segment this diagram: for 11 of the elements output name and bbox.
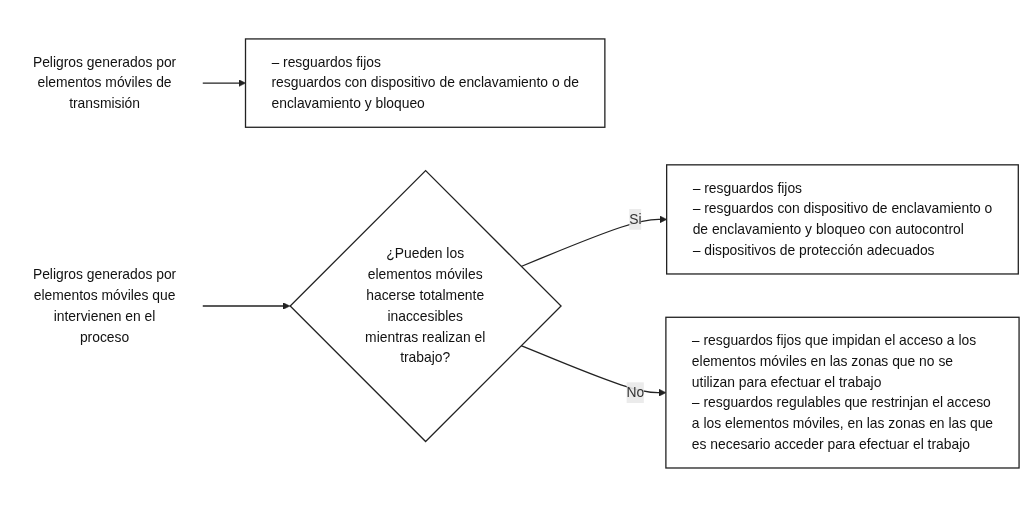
node-box: – resguardos fijos – resguardos con dispositivo de enclavamiento o de enclavamiento y bloqueo con autocontrol – dispositivos de protección adecuados (666, 164, 1019, 275)
edge-label: No (626, 384, 645, 400)
node-box: – resguardos fijos resguardos con dispositivo de enclavamiento o de enclavamiento y bloqueo (244, 38, 606, 128)
arrow (201, 79, 246, 87)
arrow (520, 215, 667, 268)
node-diamond: ¿Pueden los elementos móviles hacerse totalmente inaccesibles mientras realizan el trabajo? (289, 169, 562, 443)
node-text: Peligros generados por elementos móviles de transmisión (32, 54, 177, 111)
edge-label: Si (629, 211, 642, 227)
arrow (201, 302, 291, 310)
node-box: – resguardos fijos que impidan el acceso a los elementos móviles en las zonas que no se utilizan para efectuar el trabajo – resguardos regulables que restrinjan el acceso a los elementos móviles, en las zonas en las que es necesario acceder para efectuar el trabajo (665, 316, 1020, 469)
node-text: Peligros generados por elementos móviles que intervienen en el proceso (32, 267, 177, 345)
